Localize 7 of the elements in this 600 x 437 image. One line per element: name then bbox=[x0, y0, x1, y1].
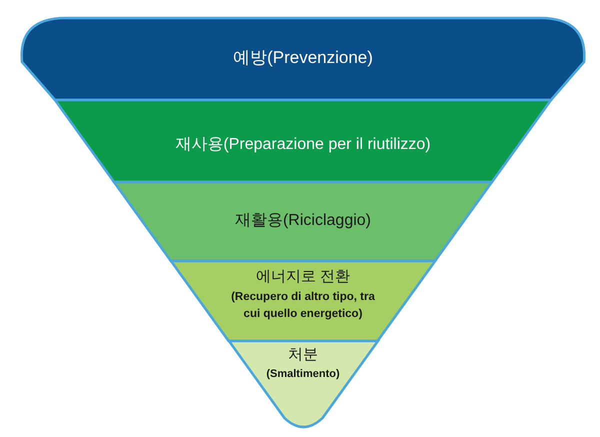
band-label: 에너지로 전환 bbox=[256, 267, 350, 286]
band-sublabel: (Smaltimento) bbox=[266, 367, 340, 382]
band-label: 재활용(Riciclaggio) bbox=[234, 211, 371, 231]
band-label: 재사용(Preparazione per il riutilizzo) bbox=[175, 135, 431, 155]
band-label: 예방(Prevenzione) bbox=[233, 47, 373, 69]
band-label: 처분 bbox=[288, 345, 318, 364]
band-sublabel: (Recupero di altro tipo, tra cui quello energetico) bbox=[230, 290, 376, 322]
